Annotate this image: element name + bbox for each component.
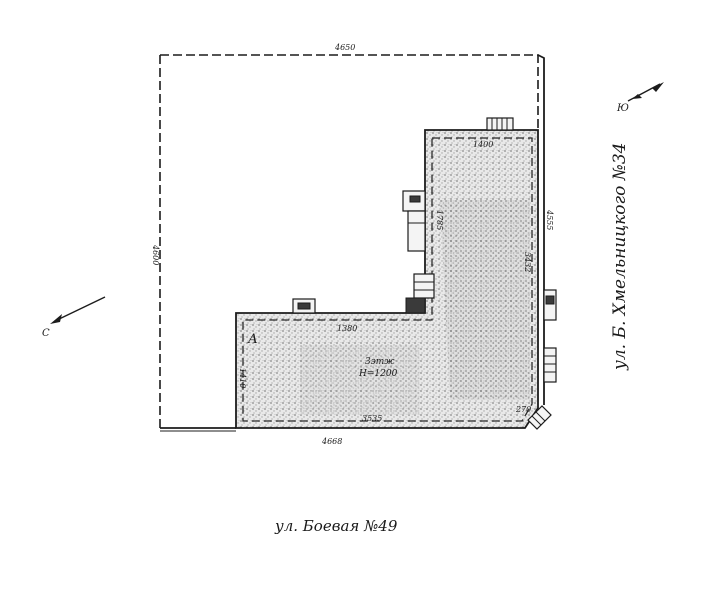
compass-south-arrow [627,82,664,102]
dim-bottom-inner: 3535 [362,414,382,423]
corner-steps [527,405,552,430]
dim-top: 4650 [334,43,355,52]
dim-right: 4555 [545,209,554,230]
porch-left-lower [405,273,435,314]
compass-north-label: С [42,328,50,339]
building-letter: А [247,332,258,347]
dim-middle-width: 1380 [337,324,357,333]
compass-south-label: Ю [616,103,629,114]
building-floors: 3этж [365,357,395,367]
porch-left-upper [402,190,426,252]
porch-middle [292,298,316,314]
porch-right-upper [543,289,557,321]
dim-left: 4600 [151,244,160,265]
dim-left-height: 1410 [238,368,247,388]
porch-right-lower [543,347,557,383]
porch-top [486,117,514,131]
dim-corner: 270 [515,405,531,414]
lot-boundary [159,54,545,432]
building-height: H=1200 [358,369,398,379]
compass-north-arrow [50,296,106,324]
dim-notch-side: 1785 [435,210,444,230]
building-footprint [235,129,539,429]
dim-right-inner: 3432 [523,252,532,272]
street-bottom: ул. Боевая №49 [274,517,398,535]
street-right: ул. Б. Хмельницкого №34 [610,143,630,371]
dim-upper-width: 1400 [473,140,493,149]
dim-bottom: 4668 [321,437,342,446]
